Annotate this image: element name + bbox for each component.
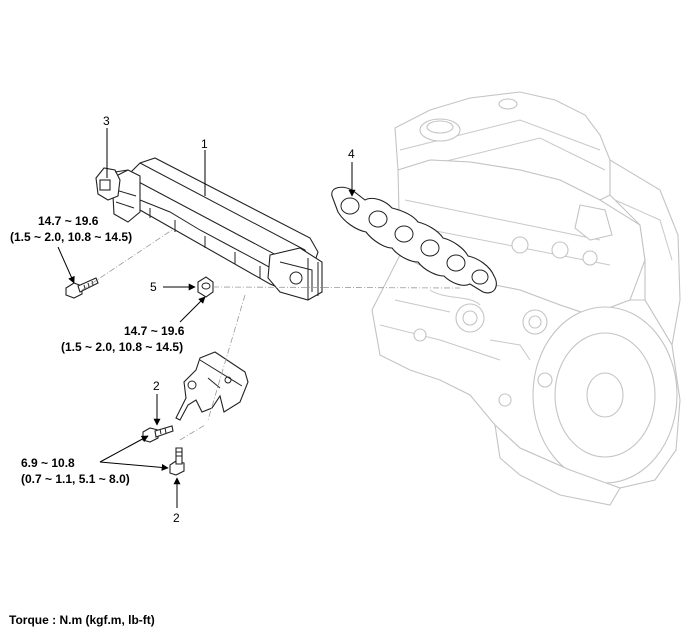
torque-spec-1-alt: (1.5 ~ 2.0, 10.8 ~ 14.5) xyxy=(10,230,132,244)
torque-spec-3-value: 6.9 ~ 10.8 xyxy=(21,456,75,470)
engine-block-icon xyxy=(371,91,681,506)
torque-spec-1-value: 14.7 ~ 19.6 xyxy=(38,214,99,228)
callout-2-lower: 2 xyxy=(173,511,180,525)
intake-manifold-icon xyxy=(111,157,323,301)
torque-spec-2-alt: (1.5 ~ 2.0, 10.8 ~ 14.5) xyxy=(61,340,183,354)
bolt-icon xyxy=(142,425,174,443)
torque-units-note: Torque : N.m (kgf.m, lb-ft) xyxy=(9,613,155,627)
torque-spec-2-value: 14.7 ~ 19.6 xyxy=(124,324,185,338)
nut-icon xyxy=(197,276,214,298)
callout-4: 4 xyxy=(348,147,355,161)
callout-5: 5 xyxy=(150,280,157,294)
bracket-icon xyxy=(175,351,249,421)
callout-3: 3 xyxy=(103,114,110,128)
torque-spec-3-alt: (0.7 ~ 1.1, 5.1 ~ 8.0) xyxy=(21,472,130,486)
bolt-icon xyxy=(65,277,99,299)
callout-1: 1 xyxy=(201,137,208,151)
callout-2-upper: 2 xyxy=(153,379,160,393)
bolt-icon xyxy=(169,447,185,476)
gasket-icon xyxy=(331,186,497,294)
sensor-icon xyxy=(95,167,129,201)
